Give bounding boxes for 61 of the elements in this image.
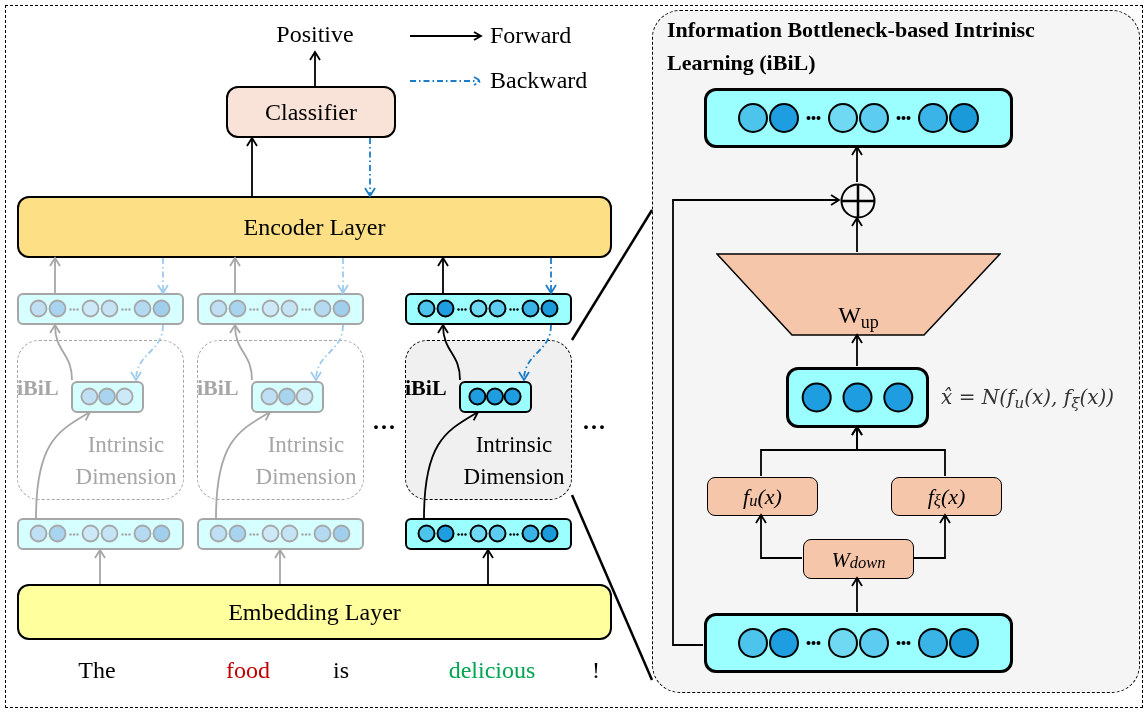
embedding-layer-box: Embedding Layer [17,584,612,640]
variance-function-box: f$_{ξ}$(x) [891,477,1002,516]
arrow [364,137,376,197]
ibil-panel [652,10,1140,693]
zoom-line [570,494,654,681]
output-label: Positive [262,16,368,52]
down-projection-box: W$_{down}$ [803,539,914,579]
word-label: ! [591,656,601,685]
arrow [309,51,321,87]
panel-title: Information Bottleneck-based Intrinisc Learning (iBiL) [667,16,1036,77]
word-label: delicious [447,656,537,685]
arrow [851,577,863,613]
ibil-module [17,340,184,500]
arrow [482,549,494,585]
arrow [49,257,61,294]
sum-circle [840,183,876,219]
arrow [851,426,946,477]
arrow [851,334,863,367]
word-label: food [225,656,271,685]
arrow [49,324,73,381]
mean-function-box: f$_{u}$(x) [707,477,818,516]
arrow [437,257,449,294]
arrow [851,146,863,183]
arrow [310,324,344,381]
word-label: is [332,656,350,685]
arrow [851,217,863,253]
module-caption: Intrinsic Dimension [254,431,358,492]
weight-label: W$_{up}$ [837,301,880,333]
up-projection-trapezoid [716,253,1001,336]
arrow [215,410,271,519]
arrow [229,257,241,294]
classifier-box: Classifier [226,86,396,138]
arrow [94,549,106,585]
ellipsis-label: ··· [582,413,606,442]
formula-label: x̂ = N(f$_{u}$(x), f$_{ξ}$(x)) [941,384,1116,412]
legend-text: Forward [490,23,572,47]
arrow [423,410,479,519]
module-label: iBiL [17,374,59,402]
arrow [130,324,164,381]
arrow [672,194,840,646]
ibil-module [197,340,364,500]
arrow [755,514,803,559]
module-caption: Intrinsic Dimension [462,431,566,492]
ellipsis-label: ··· [372,413,396,442]
module-label: iBiL [405,374,447,402]
arrow [437,324,461,381]
module-label: iBiL [197,374,239,402]
arrow [337,257,349,294]
zoom-line [570,209,654,341]
encoder-layer-box: Encoder Layer [17,196,612,258]
arrow [157,257,169,294]
legend-text: Backward [490,68,588,92]
module-caption: Intrinsic Dimension [74,431,178,492]
word-label: The [77,656,117,685]
arrow [912,514,951,559]
arrow [246,137,258,197]
arrow [229,324,253,381]
arrow [274,549,286,585]
arrow [545,257,557,294]
ibil-module [405,340,572,500]
arrow [35,410,91,519]
